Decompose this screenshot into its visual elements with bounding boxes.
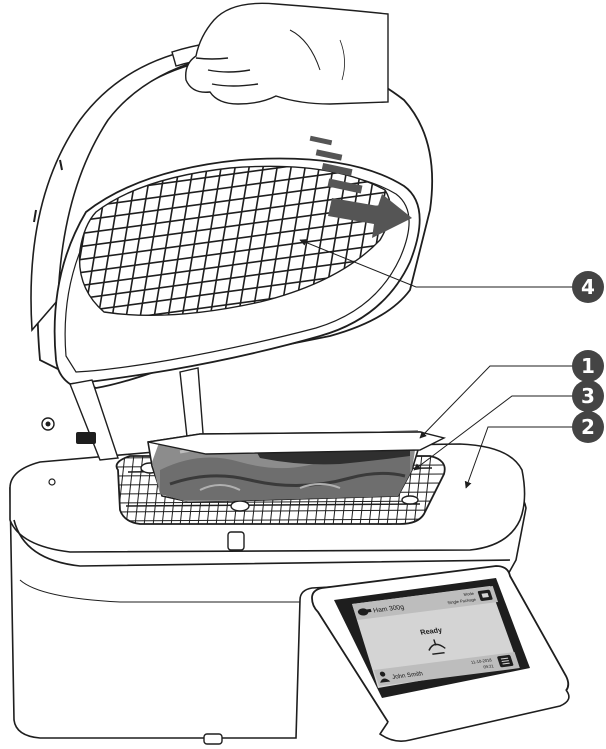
hand — [186, 3, 388, 104]
callout-2: 2 — [572, 411, 604, 443]
callout-3: 3 — [572, 380, 604, 412]
callout-1-label: 1 — [581, 354, 595, 378]
callout-4: 4 — [572, 271, 604, 303]
callout-1: 1 — [572, 350, 604, 382]
indicator-dot — [49, 479, 55, 485]
callout-3-label: 3 — [581, 384, 595, 408]
callout-4-label: 4 — [581, 275, 595, 299]
food-package — [148, 430, 444, 504]
callout-2-label: 2 — [581, 415, 595, 439]
